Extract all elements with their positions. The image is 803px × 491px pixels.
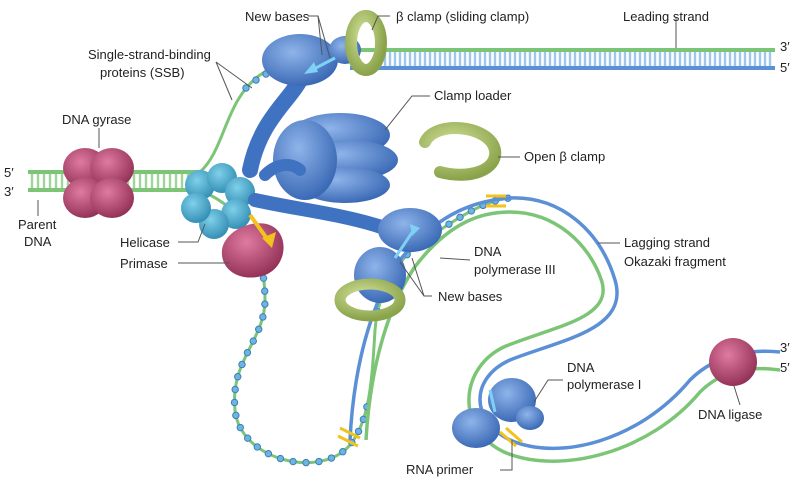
ssb-dot bbox=[242, 84, 250, 92]
label-new-bases-mid: New bases bbox=[438, 289, 503, 304]
label-pol1-line2: polymerase I bbox=[567, 377, 641, 392]
label-three-prime-bottom-right: 3′ bbox=[780, 340, 790, 355]
label-beta-clamp: β clamp (sliding clamp) bbox=[396, 9, 529, 24]
ssb-dot bbox=[238, 360, 246, 369]
dna-gyrase bbox=[63, 148, 134, 218]
label-lagging-line2: Okazaki fragment bbox=[624, 254, 726, 269]
helicase bbox=[181, 163, 255, 239]
leading-strand bbox=[350, 48, 775, 70]
ssb-dot bbox=[315, 457, 323, 466]
labels: New bases β clamp (sliding clamp) Leadin… bbox=[4, 9, 790, 477]
label-open-clamp: Open β clamp bbox=[524, 149, 605, 164]
ssb-dot bbox=[255, 325, 263, 333]
ssb-dot bbox=[261, 287, 269, 295]
label-five-prime-top-right: 5′ bbox=[780, 60, 790, 75]
label-new-bases-top: New bases bbox=[245, 9, 310, 24]
label-five-prime-left: 5′ bbox=[4, 165, 14, 180]
ssb-dot bbox=[249, 337, 257, 345]
ssb-dot bbox=[231, 385, 239, 394]
beta-clamp-lagging bbox=[334, 278, 406, 322]
label-pol1-line1: DNA bbox=[567, 360, 595, 375]
label-ssb-line2: proteins (SSB) bbox=[100, 65, 185, 80]
label-primase: Primase bbox=[120, 256, 168, 271]
label-dna-ligase: DNA ligase bbox=[698, 407, 762, 422]
ssb-dot bbox=[289, 457, 297, 466]
ssb-dot bbox=[236, 423, 244, 432]
ssb-dot bbox=[252, 76, 260, 84]
primase bbox=[221, 213, 284, 278]
ssb-dot bbox=[276, 454, 285, 463]
ssb-dot bbox=[243, 348, 252, 357]
ssb-dot bbox=[302, 458, 310, 467]
rna-primers bbox=[337, 194, 523, 448]
ssb-dot bbox=[261, 300, 269, 308]
label-parent-line2: DNA bbox=[24, 234, 52, 249]
lagging-strand-okazaki bbox=[348, 196, 781, 463]
open-beta-clamp bbox=[419, 122, 502, 181]
label-ssb-line1: Single-strand-binding bbox=[88, 47, 211, 62]
ssb-dot bbox=[230, 398, 239, 407]
label-three-prime-left: 3′ bbox=[4, 184, 14, 199]
label-lagging-line1: Lagging strand bbox=[624, 235, 710, 250]
ssb-dot bbox=[327, 454, 336, 462]
leader-lines bbox=[37, 15, 741, 471]
ssb-dot bbox=[253, 443, 261, 451]
ssb-dot bbox=[232, 411, 240, 420]
ssb-dot bbox=[467, 207, 476, 215]
label-leading-strand: Leading strand bbox=[623, 9, 709, 24]
label-pol3-line2: polymerase III bbox=[474, 262, 556, 277]
ssb-dot bbox=[259, 313, 267, 321]
label-dna-gyrase: DNA gyrase bbox=[62, 112, 131, 127]
ssb-dot bbox=[339, 448, 347, 456]
ssb-dot bbox=[445, 220, 453, 228]
ssb-dot bbox=[243, 434, 252, 442]
label-rna-primer: RNA primer bbox=[406, 462, 474, 477]
label-helicase: Helicase bbox=[120, 235, 170, 250]
beta-clamp-sliding bbox=[345, 10, 387, 76]
ssb-dot bbox=[456, 213, 464, 222]
dna-polymerase-i bbox=[452, 378, 544, 448]
ssb-dot bbox=[234, 373, 242, 381]
ssb-dot bbox=[264, 449, 273, 458]
label-five-prime-bottom-right: 5′ bbox=[780, 360, 790, 375]
ssb-dot bbox=[354, 427, 363, 436]
label-three-prime-top-right: 3′ bbox=[780, 39, 790, 54]
dna-ligase bbox=[709, 338, 757, 386]
label-pol3-line1: DNA bbox=[474, 244, 502, 259]
clamp-loader bbox=[242, 72, 398, 237]
label-parent-line1: Parent bbox=[18, 217, 57, 232]
label-clamp-loader: Clamp loader bbox=[434, 88, 512, 103]
